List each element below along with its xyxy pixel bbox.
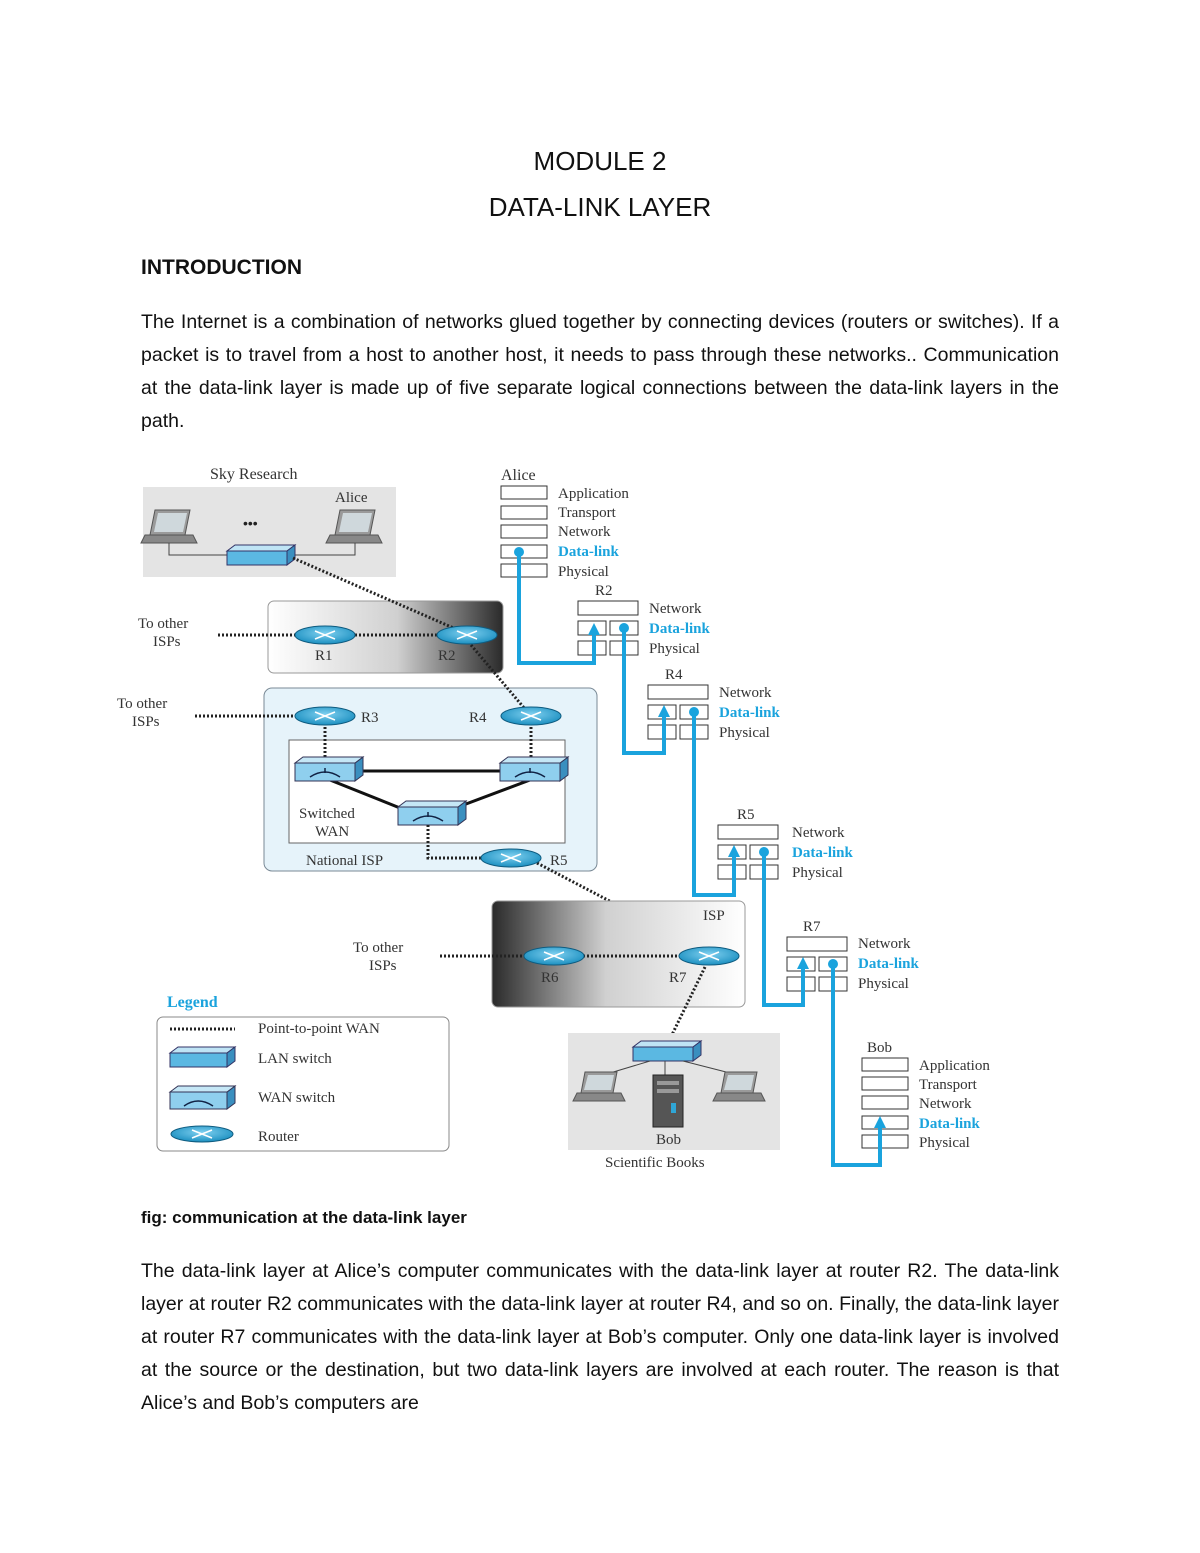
wan-switch-icon: [168, 1085, 237, 1110]
router-icon: [436, 625, 498, 645]
stack-r4-network: Network: [719, 685, 772, 701]
router-r5-label: R5: [550, 853, 568, 869]
wan-switch-icon: [396, 800, 468, 826]
stack-r5-network: Network: [792, 825, 845, 841]
section-heading: INTRODUCTION: [141, 256, 302, 279]
router-r3-label: R3: [361, 710, 379, 726]
stack-r7-network: Network: [858, 936, 911, 952]
stack-bob: [861, 1057, 909, 1149]
stack-r2: [577, 600, 639, 656]
router-r2-label: R2: [438, 648, 456, 664]
legend-title: Legend: [167, 994, 218, 1011]
wan-switch-icon: [498, 756, 570, 782]
to-other-isps-label: ISPs: [132, 714, 160, 730]
wan-switch-icon: [293, 756, 365, 782]
stack-alice-transport: Transport: [558, 505, 617, 521]
laptop-icon: [325, 509, 383, 544]
router-r7-label: R7: [669, 970, 687, 986]
legend-wan-switch-label: WAN switch: [258, 1090, 336, 1106]
legend-lan-switch-label: LAN switch: [258, 1051, 332, 1067]
stack-alice-physical: Physical: [558, 564, 609, 580]
datalink-diagram: Sky Research Alice ••• To other ISPs To …: [117, 466, 990, 1171]
router-icon: [480, 848, 542, 868]
lan-switch-icon: [631, 1040, 703, 1062]
router-icon: [523, 946, 585, 966]
stack-alice-datalink: Data-link: [558, 544, 620, 560]
server-icon: [652, 1074, 684, 1128]
isp-label: ISP: [703, 908, 725, 924]
stack-bob-physical: Physical: [919, 1135, 970, 1151]
stack-r5-name: R5: [737, 807, 755, 823]
stack-alice-name: Alice: [501, 467, 536, 484]
stack-r7-physical: Physical: [858, 976, 909, 992]
stack-r2-name: R2: [595, 583, 613, 599]
stack-bob-datalink: Data-link: [919, 1116, 981, 1132]
stack-r2-physical: Physical: [649, 641, 700, 657]
stack-r4-name: R4: [665, 667, 683, 683]
lan-switch-icon: [225, 544, 297, 566]
ellipsis-dots: •••: [243, 515, 258, 531]
local-isp-box: [491, 900, 746, 1008]
stack-r4-datalink: Data-link: [719, 705, 781, 721]
router-r1-label: R1: [315, 648, 333, 664]
datalink-path: [517, 552, 882, 1167]
stack-bob-transport: Transport: [919, 1077, 978, 1093]
stack-r5-datalink: Data-link: [792, 845, 854, 861]
router-icon: [170, 1125, 234, 1143]
to-other-isps-label: To other: [353, 940, 403, 956]
laptop-icon: [712, 1071, 766, 1102]
intro-paragraph: The Internet is a combination of network…: [141, 311, 1059, 432]
stack-alice-network: Network: [558, 524, 611, 540]
to-other-isps-label: ISPs: [369, 958, 397, 974]
stack-alice: [500, 485, 548, 578]
stack-r4-physical: Physical: [719, 725, 770, 741]
legend-p2p-label: Point-to-point WAN: [258, 1021, 380, 1037]
to-other-isps-label: To other: [117, 696, 167, 712]
datalink-arrowheads: [588, 623, 886, 1128]
laptop-icon: [572, 1071, 626, 1102]
switched-wan-label: WAN: [315, 824, 349, 840]
router-icon: [678, 946, 740, 966]
national-isp-label: National ISP: [306, 853, 383, 869]
router-icon: [294, 706, 356, 726]
laptop-icon: [140, 509, 198, 544]
regional-isp-box: [267, 600, 504, 674]
bob-host-label: Bob: [656, 1132, 681, 1148]
body-paragraph: The data-link layer at Alice’s computer …: [141, 1260, 1059, 1414]
stack-r2-network: Network: [649, 601, 702, 617]
stack-alice-application: Application: [558, 486, 629, 502]
title-topic: DATA-LINK LAYER: [488, 192, 712, 222]
router-r6-label: R6: [541, 970, 559, 986]
stack-r5-physical: Physical: [792, 865, 843, 881]
switched-wan-label: Switched: [299, 806, 355, 822]
stack-bob-network: Network: [919, 1096, 972, 1112]
figure-caption: fig: communication at the data-link laye…: [141, 1208, 467, 1227]
datalink-dots: [514, 547, 838, 969]
stack-r7-datalink: Data-link: [858, 956, 920, 972]
to-other-isps-label: ISPs: [153, 634, 181, 650]
to-other-isps-label: To other: [138, 616, 188, 632]
stack-bob-name: Bob: [867, 1040, 892, 1056]
sky-research-label: Sky Research: [210, 466, 298, 483]
alice-laptop-label: Alice: [335, 490, 368, 506]
lan-switch-icon: [168, 1046, 237, 1068]
title-module: MODULE 2: [533, 146, 667, 176]
router-icon: [294, 625, 356, 645]
scientific-books-label: Scientific Books: [605, 1155, 705, 1171]
stack-r2-datalink: Data-link: [649, 621, 711, 637]
stack-r7-name: R7: [803, 919, 821, 935]
router-r4-label: R4: [469, 710, 487, 726]
router-icon: [500, 706, 562, 726]
legend-router-label: Router: [258, 1129, 299, 1145]
stack-bob-application: Application: [919, 1058, 990, 1074]
